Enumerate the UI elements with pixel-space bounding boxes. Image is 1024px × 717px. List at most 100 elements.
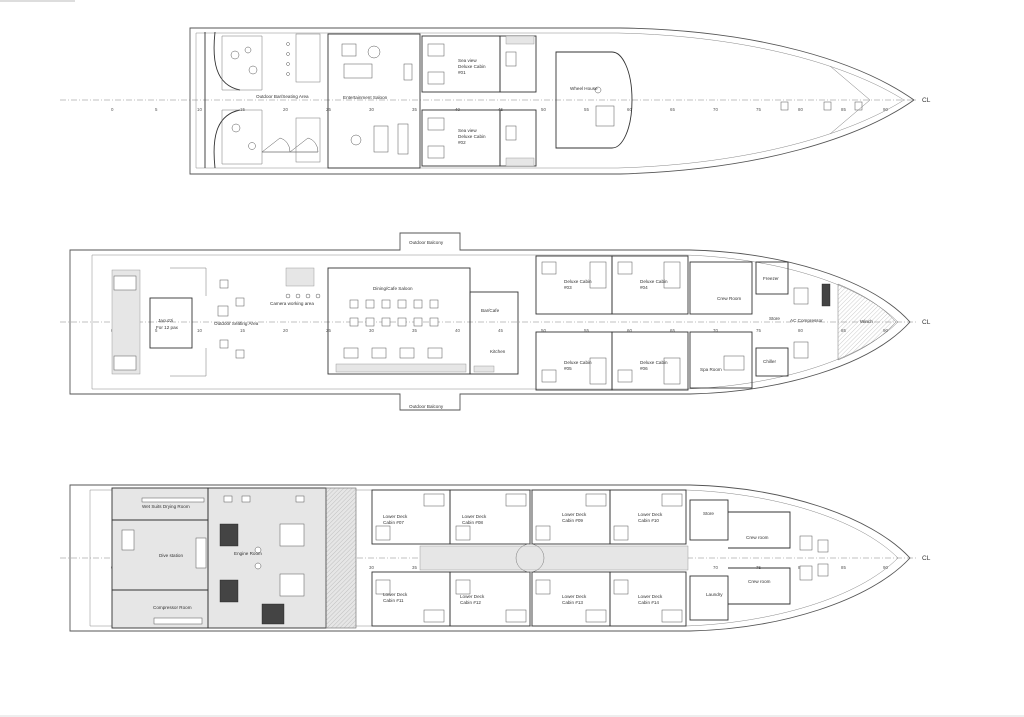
lower-frame-label: 75	[756, 565, 761, 570]
cabin-08-line2: Cabin #08	[462, 520, 483, 525]
upper-frame-labels: 0 5 10 15 20 25 30 35 40 45 50 55 60 65 …	[111, 107, 888, 112]
main-frame-label: 55	[584, 328, 589, 333]
upper-frame-label: 85	[841, 107, 846, 112]
outdoor-bar-label: Outdoor Bar/Seating Area	[256, 94, 309, 99]
cabin-11-line1: Lower Deck	[383, 592, 408, 597]
upper-frame-label: 20	[283, 107, 288, 112]
cabin-05-line1: Deluxe Cabin	[564, 360, 592, 365]
upper-frame-label: 50	[541, 107, 546, 112]
main-deck-hull	[69, 232, 911, 411]
crew-room-1-label: Crew room	[746, 535, 769, 540]
cabin-09-line1: Lower Deck	[562, 512, 587, 517]
engine-room-label: Engine Room	[234, 551, 262, 556]
cabin-03-line2: #03	[564, 285, 572, 290]
kitchen-label: Kitchen	[490, 349, 506, 354]
cabin-09-line2: Cabin #09	[562, 518, 583, 523]
cabin-01-line3: #01	[458, 70, 466, 75]
upper-deck-plan: CL 0 5 10 15 20 25 30 35 40 45 50 55 60 …	[60, 27, 931, 175]
camera-area-label: Camera working area	[270, 301, 314, 306]
main-frame-label: 35	[412, 328, 417, 333]
ac-compressor-label: AC Compressor	[790, 318, 823, 323]
cabin-02-line1: Sea view	[458, 128, 477, 133]
dining-saloon-label: Dining/Cafe Saloon	[373, 286, 413, 291]
upper-frame-label: 45	[498, 107, 503, 112]
upper-frame-label: 30	[369, 107, 374, 112]
store-label: Store	[769, 316, 780, 321]
main-frame-label: 15	[240, 328, 245, 333]
wheel-house-label: Wheel House	[570, 86, 598, 91]
lower-frame-label: 30	[369, 565, 374, 570]
cabin-04-line2: #04	[640, 285, 648, 290]
crew-room-label: Crew Room	[717, 296, 741, 301]
main-frame-label: 75	[756, 328, 761, 333]
main-frame-label: 5	[155, 328, 158, 333]
cabin-07-line2: Cabin #07	[383, 520, 404, 525]
upper-frame-label: 5	[155, 107, 158, 112]
balcony-bottom-label: Outdoor Balcony	[409, 404, 444, 409]
cabin-14-line1: Lower Deck	[638, 594, 663, 599]
cabin-10-line1: Lower Deck	[638, 512, 663, 517]
upper-frame-label: 0	[111, 107, 114, 112]
upper-frame-label: 60	[627, 107, 632, 112]
cabin-02-line2: Deluxe Cabin	[458, 134, 486, 139]
cabin-10-line2: Cabin #10	[638, 518, 659, 523]
main-frame-labels: 0 5 10 15 20 25 30 35 40 45 50 55 60 65 …	[111, 328, 888, 333]
bar-cafe-label: Bar/Cafe	[481, 308, 500, 313]
jacuzzi-line2: For 12 pax	[156, 325, 179, 330]
main-frame-label: 10	[197, 328, 202, 333]
spa-room-label: Spa Room	[700, 367, 722, 372]
balcony-top-label: Outdoor Balcony	[409, 240, 444, 245]
entertainment-saloon-label: Entertainment Saloon	[343, 95, 388, 100]
main-frame-label: 80	[798, 328, 803, 333]
jacuzzi-line1: Jacuzzi	[158, 318, 173, 323]
lower-frame-label: 35	[412, 565, 417, 570]
main-frame-label: 20	[283, 328, 288, 333]
main-frame-label: 45	[498, 328, 503, 333]
cabin-14-line2: Cabin #14	[638, 600, 659, 605]
wet-suits-label: Wet Suits Drying Room	[142, 504, 190, 509]
cabin-06-line2: #06	[640, 366, 648, 371]
crew-room-2-label: Crew room	[748, 579, 771, 584]
main-frame-label: 50	[541, 328, 546, 333]
main-frame-label: 40	[455, 328, 460, 333]
upper-frame-label: 15	[240, 107, 245, 112]
upper-frame-label: 65	[670, 107, 675, 112]
lower-centerline-label: CL	[922, 555, 931, 562]
dining-tables	[343, 299, 443, 359]
lower-frame-label: 90	[883, 565, 888, 570]
cabin-02-line3: #02	[458, 140, 466, 145]
main-frame-label: 60	[627, 328, 632, 333]
cabin-05-line2: #05	[564, 366, 572, 371]
upper-frame-label: 10	[197, 107, 202, 112]
upper-frame-label: 25	[326, 107, 331, 112]
cabin-03-line1: Deluxe Cabin	[564, 279, 592, 284]
upper-frame-label: 35	[412, 107, 417, 112]
lower-store-label: Store	[703, 511, 714, 516]
cabin-08-line1: Lower Deck	[462, 514, 487, 519]
main-frame-label: 25	[326, 328, 331, 333]
cabin-07-line1: Lower Deck	[383, 514, 408, 519]
compressor-room-label: Compressor Room	[153, 605, 192, 610]
cabin-12-line2: Cabin #12	[460, 600, 481, 605]
upper-frame-label: 75	[756, 107, 761, 112]
cabin-01-line1: Sea view	[458, 58, 477, 63]
cabin-13-line1: Lower Deck	[562, 594, 587, 599]
cabin-04-line1: Deluxe Cabin	[640, 279, 668, 284]
main-frame-label: 65	[670, 328, 675, 333]
cabin-13-line2: Cabin #13	[562, 600, 583, 605]
dive-station-label: Dive station	[159, 553, 183, 558]
cabin-11-line2: Cabin #11	[383, 598, 404, 603]
freezer-label: Freezer	[763, 276, 779, 281]
upper-frame-label: 40	[455, 107, 460, 112]
cabin-01-line2: Deluxe Cabin	[458, 64, 486, 69]
lower-deck-plan: CL 0 5 10 15 20 25 30 35 40 45 50 55 60 …	[60, 484, 931, 632]
upper-frame-label: 55	[584, 107, 589, 112]
lower-frame-label: 85	[841, 565, 846, 570]
laundry-label: Laundry	[706, 592, 723, 597]
main-centerline-label: CL	[922, 319, 931, 326]
main-frame-label: 30	[369, 328, 374, 333]
upper-frame-label: 90	[883, 107, 888, 112]
upper-centerline-label: CL	[922, 97, 931, 104]
chiller-label: Chiller	[763, 359, 776, 364]
